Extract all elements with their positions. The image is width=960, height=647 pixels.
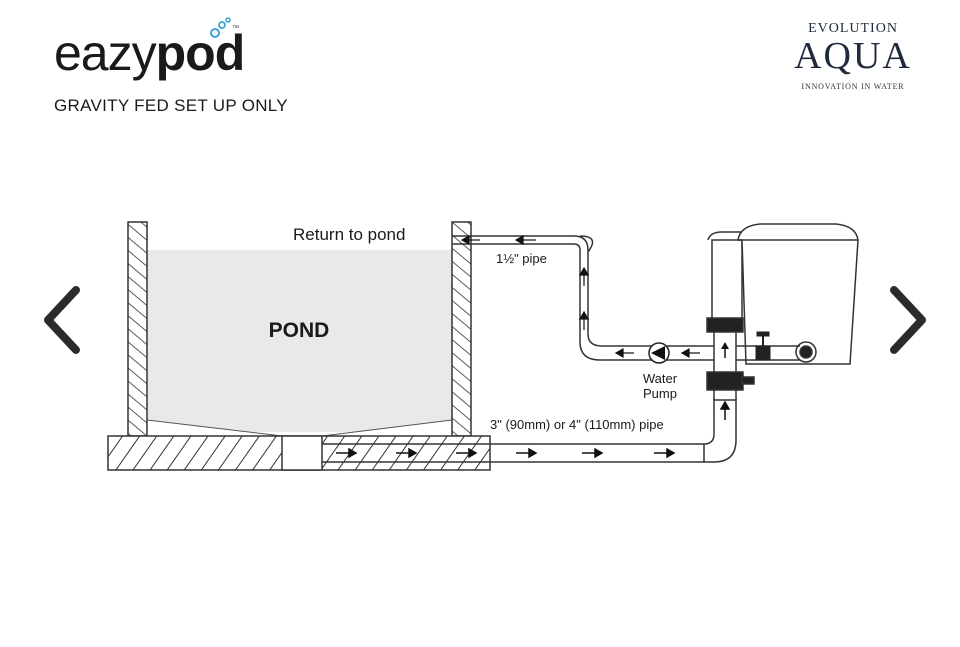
trademark: ™	[232, 25, 239, 32]
main-pipe	[322, 398, 737, 463]
logo-text-light: eazy	[54, 25, 157, 81]
main-pipe-label: 3" (90mm) or 4" (110mm) pipe	[490, 417, 664, 432]
return-pipe	[452, 235, 800, 361]
logo-text-bold: pod	[155, 25, 246, 81]
eazypod-filter	[707, 223, 859, 365]
pond-label: POND	[269, 319, 330, 342]
evolution-aqua-logo: EVOLUTION AQUA INNOVATION IN WATER	[794, 21, 912, 91]
pump-label-1: Water	[643, 371, 678, 386]
next-slide-button[interactable]	[884, 284, 932, 356]
valve-icon	[755, 331, 771, 361]
pond-wall-left	[127, 221, 148, 437]
brand-line2: AQUA	[794, 35, 912, 77]
pump-label-2: Pump	[643, 386, 677, 401]
bubbles-icon	[210, 17, 231, 38]
pond: POND	[107, 221, 491, 471]
brand-tagline: INNOVATION IN WATER	[802, 82, 905, 91]
bottom-drain	[281, 435, 323, 471]
pond-wall-right	[451, 221, 472, 437]
eazypod-logo: eazypod	[54, 25, 246, 81]
flow-arrows-return	[460, 234, 700, 359]
chevron-right-icon	[890, 286, 926, 354]
return-pipe-label: 1½" pipe	[496, 251, 547, 266]
brand-line1: EVOLUTION	[808, 21, 898, 36]
riser-pipe	[706, 317, 755, 401]
flow-arrows-main	[336, 400, 731, 459]
chevron-left-icon	[44, 286, 80, 354]
return-label: Return to pond	[293, 225, 405, 244]
page-subtitle: GRAVITY FED SET UP ONLY	[54, 96, 288, 115]
prev-slide-button[interactable]	[38, 284, 86, 356]
pond-base	[107, 435, 491, 471]
water-pump-icon	[648, 342, 670, 364]
